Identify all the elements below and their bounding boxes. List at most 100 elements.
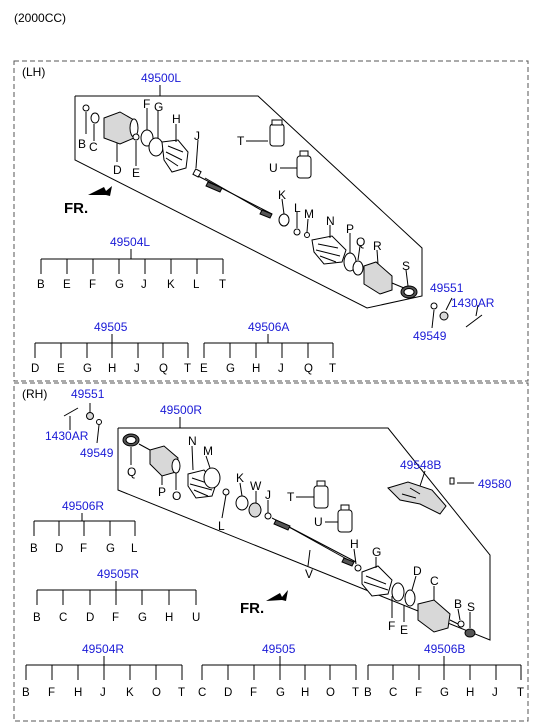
lh-kit-49506a-number: 49506A <box>248 320 289 334</box>
rh-fr-label: FR. <box>240 600 264 617</box>
lh-assembly-outline <box>74 95 423 309</box>
kit-item: G <box>138 612 147 624</box>
rh-letter-f: F <box>388 619 395 633</box>
rh-letter-n: N <box>188 434 197 448</box>
kit-item: J <box>278 363 284 375</box>
lh-part-49549: 49549 <box>413 329 447 343</box>
kit-item: L <box>131 543 138 555</box>
lh-letter-u: U <box>269 161 278 175</box>
rh-assembly-outline <box>117 427 491 641</box>
lh-kit-49505: 49505 D E G H J Q T <box>31 320 191 375</box>
rh-kit-49504r-number: 49504R <box>82 642 124 656</box>
rh-letter-u: U <box>314 515 323 529</box>
lh-letter-b: B <box>78 137 86 151</box>
kit-item: C <box>198 687 206 699</box>
kit-item: B <box>33 612 41 624</box>
rh-part-49551: 49551 <box>71 387 105 401</box>
lh-kit-49504l: 49504L B E F G J K L T <box>37 235 226 291</box>
kit-item: T <box>178 687 185 699</box>
rh-letter-k: K <box>236 471 244 485</box>
kit-item: F <box>89 279 96 291</box>
kit-item: J <box>141 279 147 291</box>
lh-kit-49506a: 49506A E G H J Q T <box>200 320 336 375</box>
kit-item: T <box>184 363 191 375</box>
lh-kit-49504l-number: 49504L <box>110 235 150 249</box>
kit-item: H <box>165 612 173 624</box>
kit-item: G <box>226 363 235 375</box>
lh-letter-s: S <box>402 259 410 273</box>
rh-side-parts-left <box>63 403 102 444</box>
engine-label: (2000CC) <box>14 11 66 25</box>
kit-item: B <box>37 279 45 291</box>
rh-kit-49505: 49505 C D F G H O T <box>198 642 359 699</box>
lh-axle-drawing <box>82 104 418 299</box>
lh-letter-d: D <box>113 163 122 177</box>
rh-kit-49506b-number: 49506B <box>424 642 465 656</box>
rh-letter-h: H <box>350 537 359 551</box>
kit-item: B <box>364 687 372 699</box>
kit-item: E <box>63 279 71 291</box>
kit-item: J <box>492 687 498 699</box>
lh-assembly-number: 49500L <box>141 71 181 85</box>
rh-fr-arrow-icon <box>266 590 288 601</box>
rh-letter-g: G <box>372 545 381 559</box>
kit-item: B <box>30 543 38 555</box>
kit-item: G <box>440 687 449 699</box>
rh-letter-m: M <box>203 444 213 458</box>
kit-item: E <box>200 363 208 375</box>
lh-kit-49505-number: 49505 <box>94 320 128 334</box>
lh-letter-c: C <box>89 140 98 154</box>
rh-part-49548b: 49548B <box>400 458 441 472</box>
kit-item: T <box>219 279 226 291</box>
rh-letter-e: E <box>400 623 408 637</box>
lh-letter-g: G <box>154 100 163 114</box>
rh-letter-p: P <box>158 485 166 499</box>
lh-letter-r: R <box>373 239 382 253</box>
lh-letter-k: K <box>278 188 286 202</box>
rh-part-49549: 49549 <box>80 446 114 460</box>
kit-item: E <box>57 363 65 375</box>
lh-side-parts <box>430 297 483 329</box>
rh-letter-q: Q <box>127 465 136 479</box>
kit-item: G <box>115 279 124 291</box>
kit-item: O <box>152 687 161 699</box>
kit-item: T <box>517 687 524 699</box>
rh-section-box <box>13 382 529 722</box>
kit-item: Q <box>304 363 313 375</box>
kit-item: F <box>250 687 257 699</box>
kit-item: L <box>193 279 200 291</box>
lh-letter-l: L <box>294 201 301 215</box>
kit-item: H <box>301 687 309 699</box>
kit-item: C <box>59 612 67 624</box>
rh-part-1430ar: 1430AR <box>45 429 89 443</box>
kit-item: T <box>329 363 336 375</box>
kit-item: G <box>276 687 285 699</box>
lh-letter-e: E <box>132 166 140 180</box>
rh-kit-49505r-number: 49505R <box>97 567 139 581</box>
lh-letter-n: N <box>326 214 335 228</box>
kit-item: T <box>352 687 359 699</box>
kit-item: Q <box>159 363 168 375</box>
lh-part-49551: 49551 <box>430 281 464 295</box>
rh-letter-l: L <box>218 519 225 533</box>
kit-item: H <box>466 687 474 699</box>
rh-letter-v: V <box>305 567 313 581</box>
kit-item: H <box>108 363 116 375</box>
rh-letter-s: S <box>467 600 475 614</box>
lh-section-label: (LH) <box>22 65 45 79</box>
rh-letter-j: J <box>265 488 271 502</box>
kit-item: F <box>80 543 87 555</box>
rh-kit-49504r: 49504R B F H J K O T <box>22 642 185 699</box>
lh-letter-j: J <box>194 129 200 143</box>
kit-item: D <box>86 612 94 624</box>
rh-axle-drawing <box>122 433 476 638</box>
kit-item: O <box>326 687 335 699</box>
rh-kit-49506r-number: 49506R <box>62 499 104 513</box>
kit-item: K <box>167 279 175 291</box>
rh-kit-49505-number: 49505 <box>262 642 296 656</box>
kit-item: H <box>252 363 260 375</box>
kit-item: F <box>112 612 119 624</box>
rh-letter-d: D <box>413 564 422 578</box>
lh-letter-t: T <box>237 134 245 148</box>
